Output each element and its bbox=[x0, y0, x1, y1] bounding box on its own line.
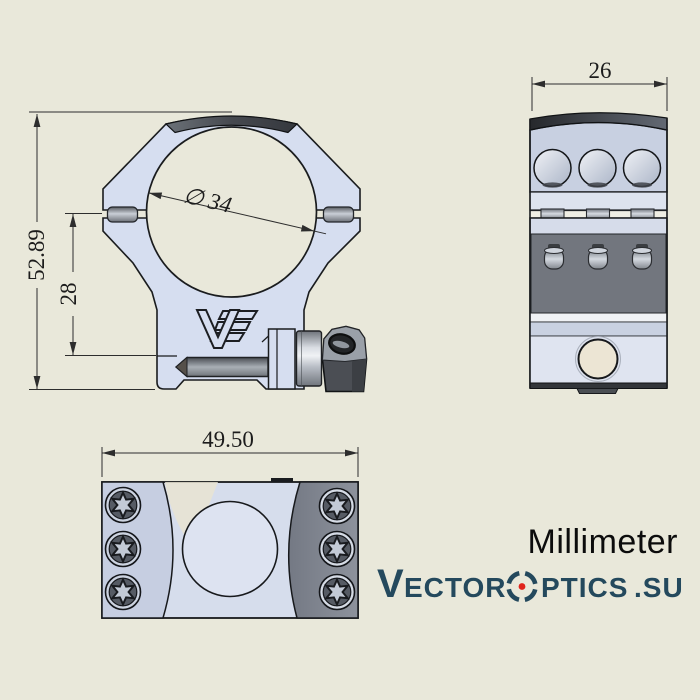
cap-screw-holes bbox=[533, 148, 662, 188]
top-highlight-wedge bbox=[165, 482, 218, 548]
dim-total-height-value: 52.89 bbox=[24, 229, 49, 281]
side-screw-heads bbox=[543, 244, 653, 270]
torx-screw bbox=[318, 487, 356, 525]
reticle-o-icon bbox=[506, 570, 538, 603]
side-view: 26 bbox=[529, 58, 668, 394]
bolt-washer bbox=[295, 330, 323, 387]
clamp-screw-right bbox=[322, 206, 355, 223]
top-scope-saddle-circle bbox=[181, 500, 279, 598]
torx-screws bbox=[104, 486, 356, 611]
dim-total-height: 52.89 bbox=[24, 111, 232, 390]
reticle-red-dot bbox=[518, 583, 526, 590]
dim-width-value: 26 bbox=[589, 58, 612, 83]
side-light-strip bbox=[529, 312, 668, 323]
clamp-jaw-inner-line bbox=[261, 329, 278, 389]
cross-bolt-hole bbox=[577, 338, 619, 380]
unit-label: Millimeter bbox=[528, 523, 678, 561]
torx-screw bbox=[318, 573, 356, 611]
torx-screw bbox=[104, 573, 142, 611]
side-cap-lower-band bbox=[529, 191, 668, 211]
hex-nut-right-facet bbox=[352, 359, 367, 392]
cross-bolt-hole-rim bbox=[575, 336, 621, 382]
dim-saddle-height-value: 28 bbox=[56, 283, 81, 306]
torx-screw bbox=[318, 530, 356, 568]
dim-length: 49.50 bbox=[101, 427, 359, 477]
brand-ector: ECTOR bbox=[404, 572, 507, 603]
clamp-jaw bbox=[267, 328, 296, 390]
brand-su: .SU bbox=[634, 572, 684, 603]
side-recoil-lug bbox=[576, 388, 619, 394]
front-view: 52.89 28 ∅ 34 bbox=[24, 111, 368, 393]
cross-bolt-tip bbox=[175, 356, 188, 378]
side-blue-band bbox=[529, 321, 668, 337]
dim-saddle-height: 28 bbox=[56, 213, 156, 356]
top-view: 49.50 bbox=[101, 427, 359, 619]
brand-ptics: PTICS bbox=[541, 572, 628, 603]
brand-letter-v: V bbox=[377, 562, 404, 606]
clamp-screw-left bbox=[106, 206, 139, 223]
top-recoil-lug-mark bbox=[271, 478, 293, 483]
torx-screw bbox=[104, 486, 142, 524]
side-rail-bottom-edge bbox=[529, 382, 668, 389]
side-outer-edges bbox=[529, 118, 668, 388]
dim-length-value: 49.50 bbox=[202, 427, 254, 452]
hex-nut-hole-glint bbox=[332, 340, 350, 349]
dim-width: 26 bbox=[531, 58, 668, 111]
split-gap bbox=[530, 208, 667, 220]
cross-bolt-rod bbox=[174, 356, 269, 378]
ring-cap-dark-edge bbox=[164, 115, 299, 134]
torx-screw bbox=[104, 530, 142, 568]
ve-logo-engraving bbox=[195, 309, 259, 349]
brand-logo: V ECTOR PTICS .SU bbox=[377, 562, 684, 606]
